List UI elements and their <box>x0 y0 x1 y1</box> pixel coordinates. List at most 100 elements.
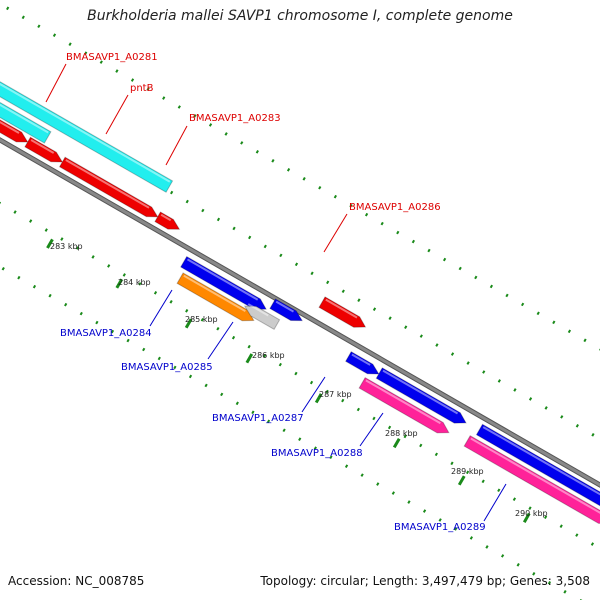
dotted-guide-line <box>0 201 600 551</box>
gene-label: BMASAVP1_A0286 <box>349 202 441 213</box>
gene-leader-line <box>483 483 507 522</box>
gene-magenta-a-highlight <box>365 379 441 425</box>
gene-grey-shape <box>243 305 281 331</box>
gene-orange-shape <box>176 272 255 322</box>
gene-label-group: BMASAVP1_A0284 <box>60 289 173 339</box>
gene-cyan-top-shape <box>0 101 52 144</box>
gene-label-group: BMASAVP1_A0283 <box>165 113 281 166</box>
gene-blue-e-shape <box>475 423 600 507</box>
gene-label: pntB <box>130 83 154 94</box>
feature-layer <box>0 81 600 524</box>
gene-blue-b-shape <box>269 298 304 322</box>
dotted-guide-lines <box>0 6 600 600</box>
gene-red-d-shape <box>154 211 181 230</box>
gene-label-group: BMASAVP1_A0286 <box>323 202 441 253</box>
kbp-tick-label: 290 kbp <box>515 509 548 518</box>
kbp-tick-label: 287 kbp <box>319 390 352 399</box>
gene-label: BMASAVP1_A0281 <box>66 52 158 63</box>
gene-red-a-highlight <box>0 120 20 134</box>
gene-orange-highlight <box>183 274 246 312</box>
gene-red-c-shape <box>58 156 159 218</box>
kbp-tick-mark <box>392 438 401 449</box>
dotted-guide-line <box>6 6 600 351</box>
backbone-layer <box>0 137 600 488</box>
gene-label: BMASAVP1_A0285 <box>121 362 213 373</box>
gene-label: BMASAVP1_A0289 <box>394 522 486 533</box>
gene-label-group: pntB <box>105 83 154 135</box>
gene-magenta-b <box>463 435 600 524</box>
map-title: Burkholderia mallei SAVP1 chromosome I, … <box>87 8 513 24</box>
gene-blue-c-highlight <box>351 353 371 366</box>
gene-blue-a-highlight <box>186 258 259 301</box>
gene-leader-line <box>149 289 173 327</box>
gene-red-e <box>318 296 367 328</box>
gene-leader-line <box>165 125 188 166</box>
gene-leader-line <box>207 321 234 360</box>
gene-cyan-bar <box>0 81 174 193</box>
gene-label-group: BMASAVP1_A0285 <box>121 321 234 373</box>
gene-label-group: BMASAVP1_A0281 <box>45 52 158 103</box>
kbp-tick-label: 283 kbp <box>50 242 83 251</box>
kbp-tick-mark <box>457 475 466 486</box>
kbp-tick-mark <box>522 512 531 523</box>
gene-red-a <box>0 119 29 143</box>
gene-red-d <box>154 211 181 230</box>
gene-red-c-highlight <box>65 159 150 209</box>
dotted-guide-line <box>0 265 583 600</box>
kbp-tick-label: 289 kbp <box>451 467 484 476</box>
gene-label-group: BMASAVP1_A0289 <box>394 483 507 533</box>
gene-blue-c-shape <box>345 351 380 375</box>
kbp-tick-mark <box>184 318 193 329</box>
gene-blue-d-shape <box>375 367 467 424</box>
backbone-line <box>0 138 600 487</box>
gene-label-group: BMASAVP1_A0288 <box>271 412 384 459</box>
gene-cyan-bar-highlight <box>0 82 171 183</box>
gene-red-e-highlight <box>325 298 358 319</box>
gene-blue-e-highlight <box>482 426 600 496</box>
gene-orange <box>176 272 255 322</box>
gene-leader-line <box>105 94 129 135</box>
gene-grey <box>243 303 281 331</box>
gene-leader-line <box>301 376 326 413</box>
gene-red-b-shape <box>24 136 64 163</box>
label-layer: BMASAVP1_A0281 pntB BMASAVP1_A0283BMASAVP1… <box>45 52 507 533</box>
kbp-tick-label: 284 kbp <box>118 278 151 287</box>
gene-label: BMASAVP1_A0288 <box>271 448 363 459</box>
gene-label: BMASAVP1_A0283 <box>189 113 281 124</box>
accession-text: Accession: NC_008785 <box>8 574 145 588</box>
kbp-tick-mark <box>115 278 124 289</box>
gene-leader-line <box>323 213 348 253</box>
kbp-tick-mark <box>314 393 323 404</box>
gene-red-b <box>24 136 64 163</box>
gene-red-b-highlight <box>30 139 55 154</box>
gene-blue-d <box>375 367 467 424</box>
genome-summary-text: Topology: circular; Length: 3,497,479 bp… <box>260 574 590 588</box>
gene-blue-d-highlight <box>382 369 459 415</box>
kbp-tick-mark <box>245 353 254 364</box>
kbp-tick-mark <box>46 238 54 249</box>
gene-cyan-top-highlight <box>0 103 49 134</box>
gene-red-d-highlight <box>160 213 172 222</box>
gene-leader-line <box>45 63 67 103</box>
gene-red-e-shape <box>318 296 367 328</box>
gene-label: BMASAVP1_A0284 <box>60 328 152 339</box>
gene-blue-e <box>475 423 600 507</box>
gene-magenta-a <box>358 376 450 434</box>
gene-cyan-bar-shape <box>0 81 174 193</box>
gene-blue-b <box>269 298 304 322</box>
gene-label: BMASAVP1_A0287 <box>212 413 304 424</box>
gene-blue-b-highlight <box>275 300 295 313</box>
gene-red-c <box>58 156 159 218</box>
gene-blue-c <box>345 351 380 375</box>
kbp-tick-label: 285 kbp <box>185 315 218 324</box>
gene-cyan-top <box>0 101 52 144</box>
gene-label-group: BMASAVP1_A0287 <box>212 376 326 424</box>
gene-magenta-b-highlight <box>470 437 600 514</box>
gene-red-a-shape <box>0 119 29 143</box>
gene-leader-line <box>359 412 384 447</box>
gene-magenta-b-shape <box>463 435 600 524</box>
kbp-tick-label: 288 kbp <box>385 429 418 438</box>
